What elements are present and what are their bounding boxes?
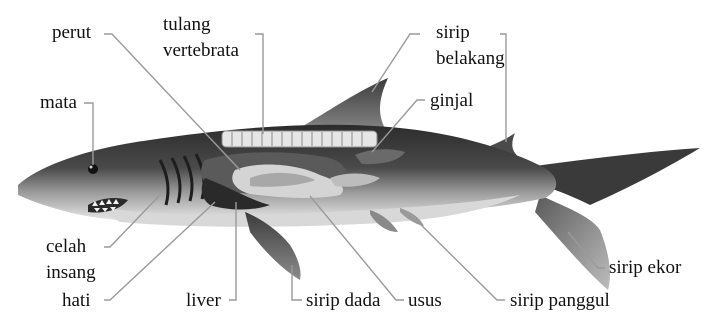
vertebral-column xyxy=(222,131,377,147)
label-celah-insang-line2: insang xyxy=(46,262,96,284)
label-sirip-belakang-line2: belakang xyxy=(436,48,505,70)
label-sirip-panggul: sirip panggul xyxy=(510,290,610,312)
label-mata: mata xyxy=(40,92,77,114)
eye xyxy=(88,164,98,174)
label-tulang-line2: vertebrata xyxy=(163,40,239,62)
label-ginjal: ginjal xyxy=(430,90,473,112)
label-celah-insang-line1: celah xyxy=(46,236,86,258)
label-sirip-dada: sirip dada xyxy=(306,290,380,312)
label-sirip-ekor: sirip ekor xyxy=(609,257,681,279)
label-perut: perut xyxy=(52,22,91,44)
label-liver: liver xyxy=(186,290,221,312)
label-sirip-belakang-line1: sirip xyxy=(436,22,470,44)
label-hati: hati xyxy=(62,290,91,312)
label-usus: usus xyxy=(408,290,442,312)
label-tulang-line1: tulang xyxy=(163,14,211,36)
tail-lower-lobe xyxy=(535,195,610,290)
